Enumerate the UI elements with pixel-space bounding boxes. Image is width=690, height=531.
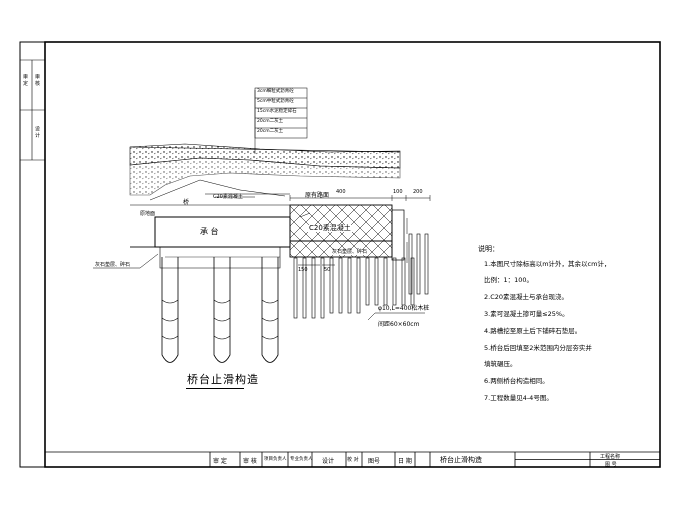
- inner-border: [44, 41, 661, 468]
- left-strip: [20, 59, 45, 161]
- tb-discipline-lead: 专业负责人: [290, 457, 313, 462]
- leader-lines: [93, 196, 311, 269]
- tb-sheet-no: 图 号: [605, 462, 617, 468]
- timber-piles: [293, 233, 429, 319]
- pavement-layer-5: 20cm二灰土: [257, 129, 284, 134]
- dimension-100: 100: [393, 189, 403, 195]
- dimension-50: 50: [324, 267, 331, 273]
- timber-pile: [401, 257, 406, 306]
- bored-pile: [161, 257, 179, 363]
- tb-design: 设计: [322, 458, 335, 465]
- note-item: 6.两侧桥台构造相同。: [484, 377, 549, 385]
- left-strip-label-2: 审 核: [34, 74, 40, 86]
- note-item: 填筑碾压。: [484, 360, 517, 368]
- timber-pile: [320, 257, 325, 319]
- note-item: 2.C20素混凝土与承台现浇。: [484, 293, 569, 301]
- note-item: 5.桥台后回填至2米范围内分层夯实并: [484, 344, 592, 352]
- left-strip-label-3: 设 计: [34, 126, 40, 138]
- timber-pile: [311, 257, 316, 319]
- pavement-layer-4: 20cm二灰土: [257, 119, 284, 124]
- note-item: 比例：1：100。: [484, 276, 534, 284]
- note-item: 1.本图尺寸除标高以m计外，其余以cm计，: [484, 260, 611, 268]
- dimension-150: 150: [298, 267, 308, 273]
- pavement-layer-3: 15cm水泥稳定碎石: [257, 109, 297, 114]
- note-item: 7.工程数量见4-4号图。: [484, 394, 553, 402]
- timber-pile: [374, 257, 379, 306]
- dimension-200: 200: [413, 189, 423, 195]
- bottom-left-label: 灰石垫层、碎石: [95, 262, 131, 268]
- notes-heading: 说明：: [478, 245, 499, 253]
- timber-pile: [424, 233, 429, 295]
- timber-pile: [392, 257, 397, 306]
- timber-pile: [416, 233, 421, 295]
- timber-pile: [293, 257, 298, 319]
- timber-pile: [383, 257, 388, 306]
- ground-label: 原地面: [140, 211, 156, 217]
- tb-check: 校 对: [347, 457, 359, 463]
- note-item: 4.路槽挖至原土后下铺碎石垫层。: [484, 327, 582, 335]
- left-strip-label-1: 审 定: [22, 74, 28, 86]
- pavement: [129, 90, 401, 206]
- pavement-layer-1: 3cm细粒式沥青砼: [257, 89, 294, 94]
- abutment-cap: [154, 216, 291, 248]
- pile-spec-label: φ10,L=400松木桩: [378, 305, 430, 312]
- bottom-right-label: 灰石垫层、碎石: [332, 249, 368, 255]
- pile-spacing-label: 间距60×60cm: [378, 321, 420, 328]
- bridge-label: 桥: [183, 199, 190, 206]
- tb-drawing-no: 图号: [368, 458, 381, 465]
- dimension-400: 400: [336, 189, 346, 195]
- tb-project-name: 工程名称: [600, 454, 621, 460]
- tb-review: 审 核: [243, 458, 257, 465]
- timber-pile: [408, 233, 413, 295]
- right-dimension-lines: [298, 218, 425, 321]
- bored-piles: [161, 257, 279, 363]
- abutment-label: 承 台: [200, 227, 219, 236]
- timber-pile: [302, 257, 307, 319]
- timber-pile: [338, 257, 343, 314]
- drawing-title: 桥台止滑构造: [187, 373, 259, 386]
- timber-pile: [329, 257, 334, 314]
- timber-pile: [347, 257, 352, 314]
- concrete-block-label: C20素混凝土: [308, 224, 352, 232]
- slab-label: C20素混凝土: [213, 194, 243, 200]
- title-block: [45, 451, 660, 467]
- title-underline: [186, 388, 244, 389]
- timber-pile: [365, 257, 370, 306]
- pavement-layer-2: 5cm中粒式沥青砼: [257, 99, 294, 104]
- timber-pile: [410, 257, 415, 306]
- tb-approve: 审 定: [213, 458, 227, 465]
- pavement-layer-callout: [254, 87, 308, 139]
- concrete-block: [289, 204, 393, 242]
- timber-pile: [356, 257, 361, 314]
- note-item: 3.素可混凝土掺可量≤25%。: [484, 310, 569, 318]
- notes-list: 1.本图尺寸除标高以m计外，其余以cm计， 比例：1：100。 2.C20素混凝…: [484, 258, 610, 402]
- tb-date: 日 期: [398, 458, 412, 465]
- tb-project-lead: 项目负责人: [264, 457, 287, 462]
- bored-pile: [261, 257, 279, 363]
- bored-pile: [213, 257, 231, 363]
- existing-pavement-label: 原有路面: [305, 192, 330, 199]
- tb-drawing-name: 桥台止滑构造: [440, 456, 482, 464]
